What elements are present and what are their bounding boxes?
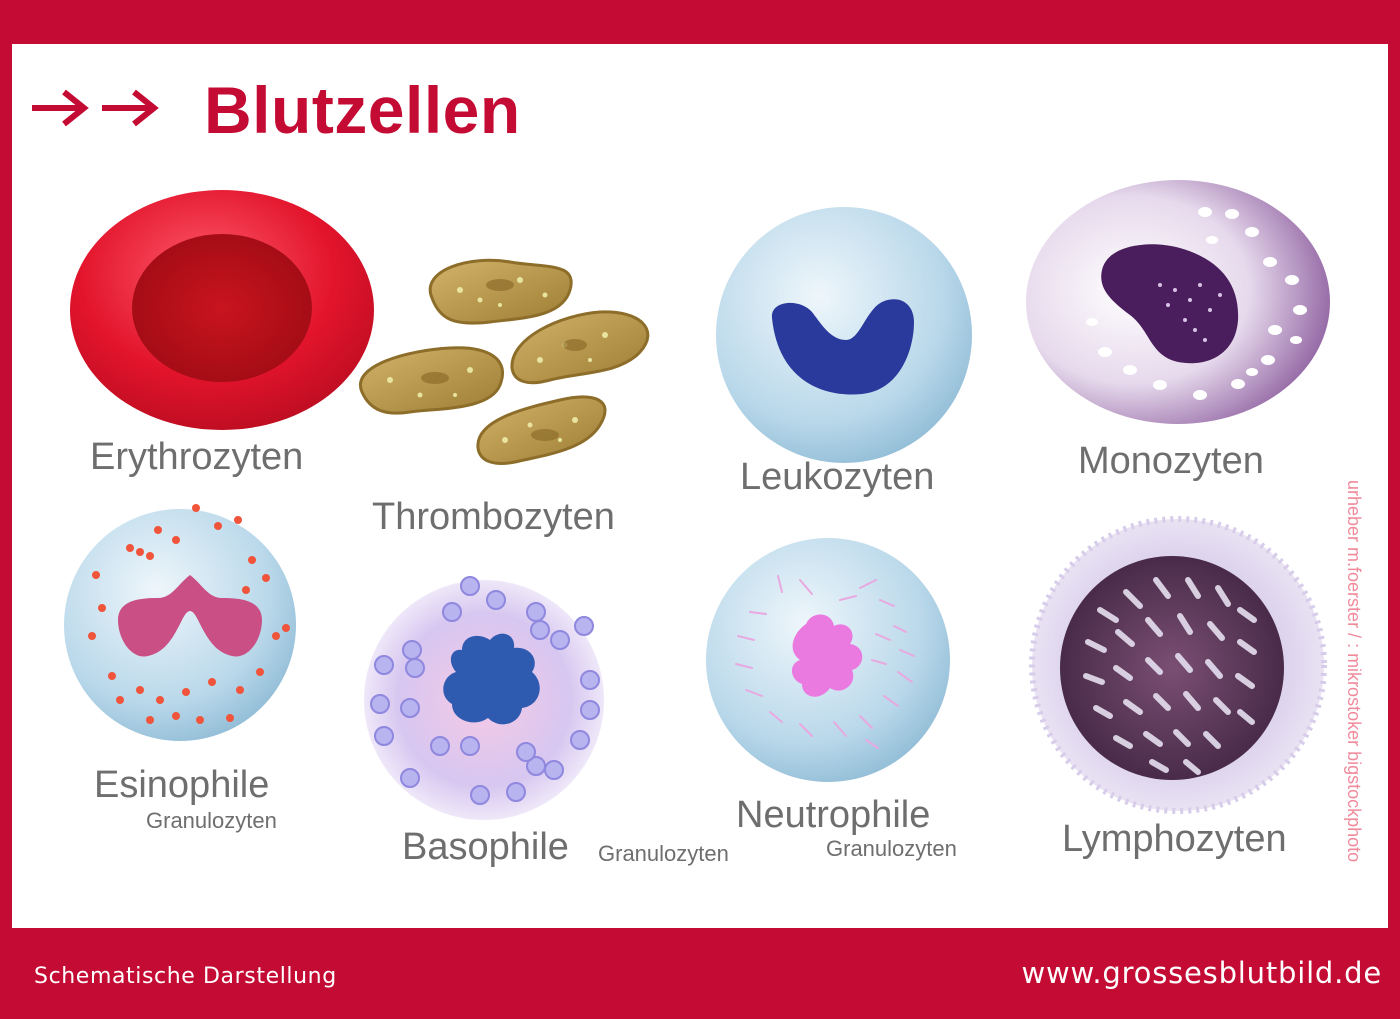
- label-esinophile: Esinophile: [94, 764, 270, 806]
- arrow-right-icon: [100, 88, 160, 133]
- arrow-right-icon: [30, 88, 90, 133]
- label-leukozyten: Leukozyten: [740, 456, 935, 498]
- title-row: Blutzellen: [30, 70, 521, 150]
- erythrocyte-illustration: [70, 190, 374, 430]
- monocyte-illustration: [1026, 180, 1330, 424]
- basophil-illustration: [364, 576, 604, 820]
- credit-text: urheber m.foerster / : mikrostoker bigst…: [1344, 480, 1364, 863]
- sublabel-basophile: Granulozyten: [598, 841, 729, 866]
- label-lymphozyten: Lymphozyten: [1062, 818, 1287, 860]
- leukocyte-illustration: [716, 207, 972, 463]
- eosinophil-illustration: [64, 504, 296, 741]
- footer-url: www.grossesblutbild.de: [1021, 956, 1382, 990]
- page-title: Blutzellen: [204, 73, 521, 147]
- label-erythrozyten: Erythrozyten: [90, 436, 304, 478]
- label-thrombozyten: Thrombozyten: [372, 496, 615, 538]
- neutrophil-illustration: [706, 538, 950, 782]
- sublabel-neutrophile: Granulozyten: [826, 836, 957, 861]
- label-monozyten: Monozyten: [1078, 440, 1264, 482]
- sublabel-esinophile: Granulozyten: [146, 808, 277, 833]
- lymphocyte-illustration: [1029, 516, 1327, 814]
- label-basophile: Basophile: [402, 826, 569, 868]
- label-neutrophile: Neutrophile: [736, 794, 931, 836]
- thrombocyte-illustration: [358, 258, 650, 465]
- footer-caption: Schematische Darstellung: [34, 964, 337, 989]
- image-credit: urheber m.foerster / : mikrostoker bigst…: [1344, 480, 1386, 920]
